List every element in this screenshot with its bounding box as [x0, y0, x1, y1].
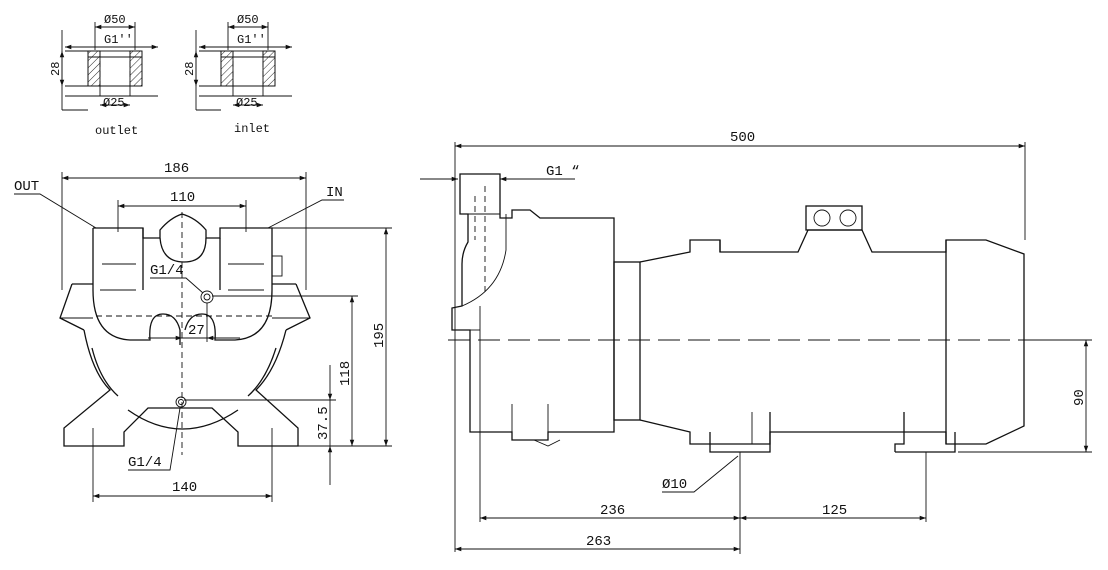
front-bottom-port-dim: 37.5 — [316, 406, 332, 440]
inlet-diameter-bottom: Ø25 — [236, 96, 258, 110]
front-view: 186 110 OUT IN — [14, 161, 392, 502]
side-shaft-height-dim: 90 — [1072, 389, 1088, 406]
outlet-diameter-bottom: Ø25 — [103, 96, 125, 110]
outlet-thread-label: G1'' — [104, 33, 133, 47]
side-feet-spacing-dim: 125 — [822, 503, 847, 519]
side-length-dim: 500 — [730, 130, 755, 146]
side-thread-label: G1 “ — [546, 164, 580, 180]
inlet-port-detail: Ø50 G1'' Ø25 28 inlet — [183, 13, 292, 136]
side-view: 500 G1 “ 90 — [420, 130, 1092, 554]
inlet-depth-label: 28 — [183, 62, 197, 76]
front-in-label: IN — [326, 185, 343, 201]
front-ports-dim: 110 — [170, 190, 195, 206]
front-offset-dim: 27 — [188, 323, 205, 339]
inlet-diameter-top: Ø50 — [237, 13, 259, 27]
outlet-port-detail: Ø50 G1'' Ø25 28 outlet — [49, 13, 159, 138]
front-feet-dim: 140 — [172, 480, 197, 496]
outlet-depth-label: 28 — [49, 62, 63, 76]
front-top-thread-label: G1/4 — [150, 263, 184, 279]
outlet-diameter-top: Ø50 — [104, 13, 126, 27]
side-hole-label: Ø10 — [662, 477, 687, 493]
front-height-dim: 195 — [372, 323, 388, 348]
front-shaft-dim: 118 — [338, 361, 354, 386]
front-bottom-thread-label: G1/4 — [128, 455, 162, 471]
front-width-dim: 186 — [164, 161, 189, 177]
side-feet-total-dim: 263 — [586, 534, 611, 550]
inlet-thread-label: G1'' — [237, 33, 266, 47]
inlet-label: inlet — [234, 122, 270, 136]
outlet-label: outlet — [95, 124, 138, 138]
front-out-label: OUT — [14, 179, 39, 195]
side-feet-offset-dim: 236 — [600, 503, 625, 519]
